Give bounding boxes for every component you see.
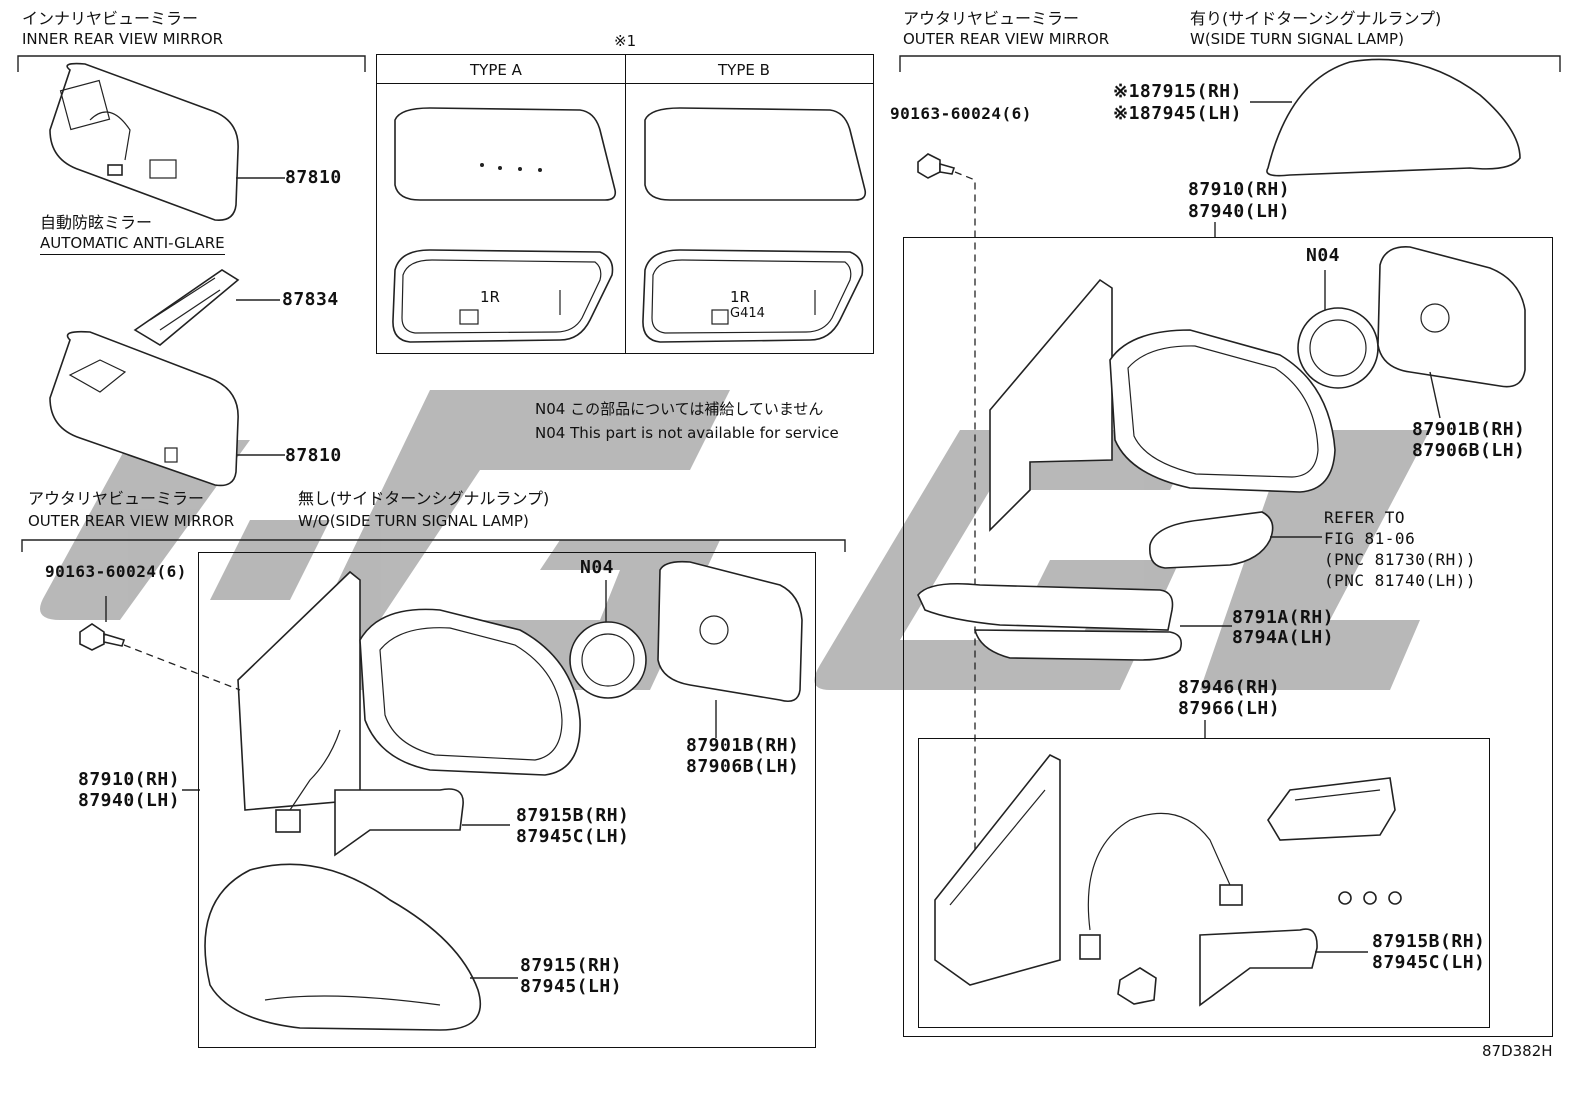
callout-87834[interactable]: 87834 <box>282 289 339 310</box>
callout-w-87945c[interactable]: 87945C(LH) <box>1372 952 1486 973</box>
callout-w-8794a[interactable]: 8794A(LH) <box>1232 627 1335 648</box>
wo-sub-en: W/O(SIDE TURN SIGNAL LAMP) <box>298 512 529 530</box>
glass-b-code: G414 <box>730 306 765 321</box>
callout-wo-87945[interactable]: 87945(LH) <box>520 976 623 997</box>
w-bolt <box>917 153 956 179</box>
w-bottom-parts <box>934 753 1402 1007</box>
inner-title-en: INNER REAR VIEW MIRROR <box>22 30 224 48</box>
glass-type-a-front <box>394 107 617 201</box>
w-title-en: OUTER REAR VIEW MIRROR <box>903 30 1110 48</box>
callout-87810-bottom[interactable]: 87810 <box>285 445 342 466</box>
w-mirror-assembly <box>917 246 1526 661</box>
callout-w-refer3[interactable]: (PNC 81730(RH)) <box>1324 550 1476 569</box>
callout-w-87915b[interactable]: 87915B(RH) <box>1372 931 1486 952</box>
type-b-header: TYPE B <box>718 61 770 79</box>
callout-w-87906b[interactable]: 87906B(LH) <box>1412 440 1526 461</box>
callout-w-refer2[interactable]: FIG 81-06 <box>1324 529 1416 548</box>
callout-w-bolt[interactable]: 90163-60024(6) <box>890 104 1032 123</box>
callout-wo-87945c[interactable]: 87945C(LH) <box>516 826 630 847</box>
type-a-header: TYPE A <box>470 61 522 79</box>
auto-glare-title-jp: 自動防眩ミラー <box>40 213 153 232</box>
callout-w-87910[interactable]: 87910(RH) <box>1188 179 1291 200</box>
callout-wo-87910[interactable]: 87910(RH) <box>78 769 181 790</box>
callout-w-87940[interactable]: 87940(LH) <box>1188 201 1291 222</box>
callout-w-87901b[interactable]: 87901B(RH) <box>1412 419 1526 440</box>
w-sub-assembly-box <box>918 738 1490 1028</box>
wo-title-jp: アウタリヤビューミラー <box>28 489 205 508</box>
callout-w-refer1[interactable]: REFER TO <box>1324 508 1406 527</box>
callout-w-87966[interactable]: 87966(LH) <box>1178 698 1281 719</box>
wo-mirror-assembly <box>204 560 803 1031</box>
callout-wo-bolt[interactable]: 90163-60024(6) <box>45 562 187 581</box>
callout-wo-87906b[interactable]: 87906B(LH) <box>686 756 800 777</box>
callout-wo-87915[interactable]: 87915(RH) <box>520 955 623 976</box>
glass-a-label: 1R <box>480 288 500 306</box>
callout-w-8791a[interactable]: 8791A(RH) <box>1232 607 1335 628</box>
glass-type-a-back <box>392 249 614 343</box>
figure-code: 87D382H <box>1482 1042 1553 1060</box>
wo-sub-jp: 無し(サイドターンシグナルランプ) <box>298 489 550 508</box>
inner-title-jp: インナリヤビューミラー <box>22 9 199 28</box>
callout-87810-top[interactable]: 87810 <box>285 167 342 188</box>
wo-title-en: OUTER REAR VIEW MIRROR <box>28 512 235 530</box>
w-title-jp: アウタリヤビューミラー <box>903 9 1080 28</box>
n04-note-jp: N04 この部品については補給していません <box>535 400 824 418</box>
callout-wo-87915b[interactable]: 87915B(RH) <box>516 805 630 826</box>
callout-wo-87901b[interactable]: 87901B(RH) <box>686 735 800 756</box>
w-assembly-box <box>903 237 1553 1037</box>
glass-b-label: 1R <box>730 288 750 306</box>
w-sub-jp: 有り(サイドターンシグナルランプ) <box>1190 9 1442 28</box>
inner-mirror-bottom <box>49 330 239 487</box>
wo-bolt <box>79 623 126 651</box>
n04-note-en: N04 This part is not available for servi… <box>535 424 839 442</box>
wo-assembly-box <box>198 552 816 1048</box>
type-table-divider <box>625 54 626 354</box>
callout-wo-87940[interactable]: 87940(LH) <box>78 790 181 811</box>
inner-mirror-top <box>49 62 239 222</box>
sensor-87834 <box>133 269 240 346</box>
w-cover-top <box>1266 58 1521 177</box>
callout-w-n04[interactable]: N04 <box>1306 245 1341 266</box>
glass-type-b-front <box>644 107 867 201</box>
auto-glare-title-en: AUTOMATIC ANTI-GLARE <box>40 234 225 255</box>
callout-w-87915[interactable]: ※187915(RH) <box>1113 81 1242 102</box>
callout-wo-n04[interactable]: N04 <box>580 557 615 578</box>
callout-w-87945[interactable]: ※187945(LH) <box>1113 103 1242 124</box>
callout-w-87946[interactable]: 87946(RH) <box>1178 677 1281 698</box>
note-mark: ※1 <box>614 32 637 50</box>
w-sub-en: W(SIDE TURN SIGNAL LAMP) <box>1190 30 1404 48</box>
callout-w-refer4[interactable]: (PNC 81740(LH)) <box>1324 571 1476 590</box>
glass-type-b-back <box>642 249 864 343</box>
